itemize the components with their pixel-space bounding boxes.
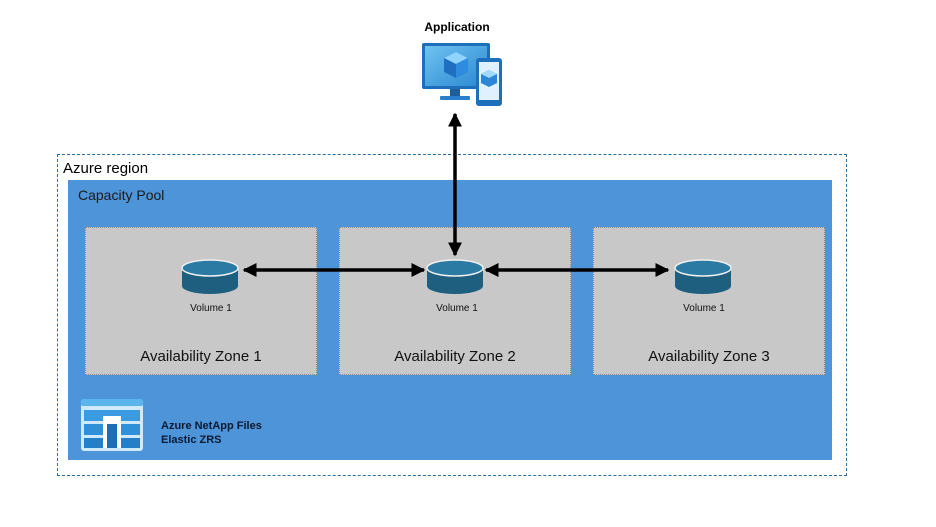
volume-disk-icon: [181, 259, 239, 294]
region-label: Azure region: [63, 160, 149, 177]
service-name: Azure NetApp Files Elastic ZRS: [161, 419, 262, 447]
availability-zone-1: Volume 1 Availability Zone 1: [85, 227, 317, 375]
service-line-1: Azure NetApp Files: [161, 420, 262, 432]
pool-label: Capacity Pool: [78, 187, 165, 203]
zone-label: Availability Zone 2: [394, 348, 516, 365]
application-label: Application: [424, 20, 490, 34]
zone-label: Availability Zone 3: [648, 348, 770, 365]
availability-zone-3: Volume 1 Availability Zone 3: [593, 227, 825, 375]
volume-label: Volume 1: [190, 303, 232, 314]
monitor-tablet-icon: [422, 43, 502, 106]
netapp-files-icon: [81, 399, 143, 451]
service-line-2: Elastic ZRS: [161, 434, 222, 446]
volume-disk-icon: [426, 259, 484, 294]
volume-label: Volume 1: [436, 303, 478, 314]
zone-label: Availability Zone 1: [140, 348, 262, 365]
volume-disk-icon: [674, 259, 732, 294]
volume-label: Volume 1: [683, 303, 725, 314]
